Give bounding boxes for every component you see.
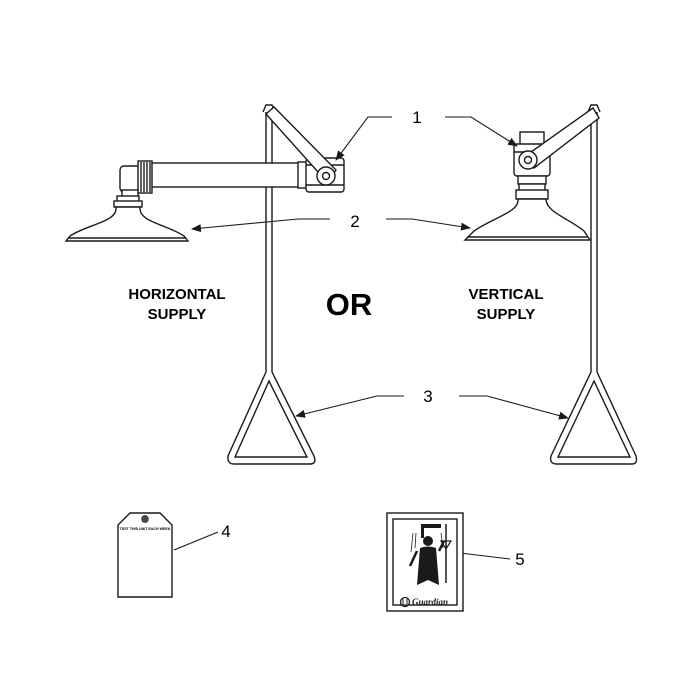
callout-1: 1: [335, 108, 518, 161]
callout-2: 2: [191, 212, 471, 233]
callout-number-3: 3: [423, 387, 432, 406]
right-shower-nozzle: [515, 183, 549, 200]
left-shower-nozzle: [113, 195, 143, 208]
left-elbow-fitting: [119, 160, 153, 199]
left-pull-rod: [262, 104, 276, 372]
or-label: OR: [326, 287, 373, 322]
callout-5: 5: [459, 550, 525, 569]
callout-4: 4: [173, 522, 231, 551]
horizontal-supply-label-line1: HORIZONTAL: [128, 286, 225, 303]
callout-number-4: 4: [221, 522, 230, 541]
vertical-supply-label-line1: VERTICAL: [469, 286, 544, 303]
horizontal-supply-label-line2: SUPPLY: [148, 306, 207, 323]
callout-number-2: 2: [350, 212, 359, 231]
left-supply-pipe: [149, 161, 309, 189]
vertical-supply-label-line2: SUPPLY: [477, 306, 536, 323]
callout-number-1: 1: [412, 108, 421, 127]
guardian-logo: Guardian: [399, 596, 448, 608]
left-shower-head: [64, 206, 190, 242]
horizontal-supply-assembly: [64, 104, 345, 465]
vertical-supply-assembly: [463, 104, 638, 465]
safety-sign: Guardian: [386, 512, 464, 612]
left-triangle-pull-handle: [227, 371, 316, 465]
left-valve-arm: [265, 106, 337, 186]
callout-3: 3: [295, 387, 569, 420]
right-valve-arm: [518, 106, 600, 170]
safety-shower-pictogram: [408, 524, 453, 585]
right-shower-head: [463, 198, 592, 241]
right-pull-rod: [587, 104, 601, 372]
tag-text: TEST THIS UNIT EACH WEEK: [120, 527, 171, 531]
callout-number-5: 5: [515, 550, 524, 569]
sign-brand-text: Guardian: [412, 597, 448, 607]
inspection-tag: TEST THIS UNIT EACH WEEK: [117, 512, 173, 598]
right-triangle-pull-handle: [549, 371, 638, 465]
